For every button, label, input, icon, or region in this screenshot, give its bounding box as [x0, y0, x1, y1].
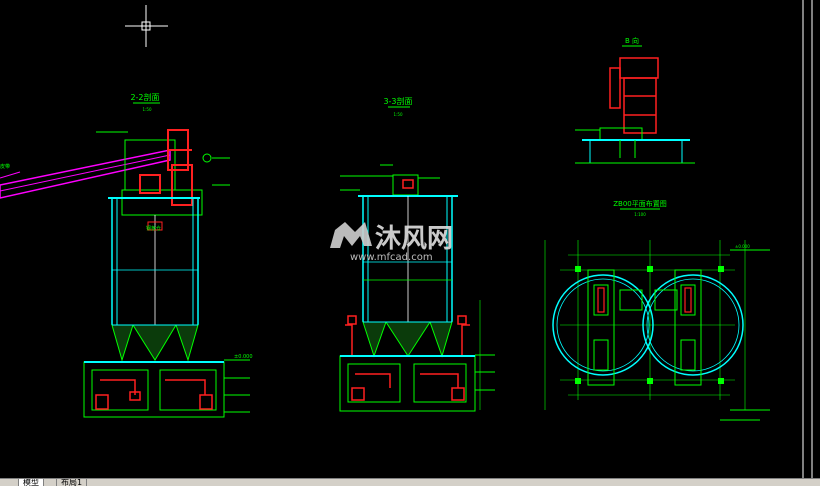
section-3-3-scale: 1:50 — [394, 112, 403, 117]
svg-text:±0.000: ±0.000 — [234, 354, 253, 360]
tab-model[interactable]: 模型 — [18, 479, 44, 486]
watermark-brand: 沐风网 — [375, 224, 453, 254]
elevation-b-title: B 向 — [625, 36, 639, 45]
plan-layout[interactable]: ZB00平面布置图 1:100 — [544, 199, 770, 421]
section-3-3[interactable]: 3-3剖面 1:50 — [339, 96, 495, 412]
plan-title: ZB00平面布置图 — [613, 199, 667, 208]
section-2-2-title: 2-2剖面 — [130, 92, 159, 102]
tab-layout1[interactable]: 布局1 — [56, 479, 88, 486]
svg-text:皮带: 皮带 — [0, 163, 10, 170]
watermark: 沐风网 www.mfcad.com — [330, 222, 453, 263]
section-2-2[interactable]: 2-2剖面 1:50 皮带 钢板仓 — [0, 92, 253, 418]
watermark-url: www.mfcad.com — [350, 252, 433, 263]
mfcad-logo-icon — [330, 222, 372, 248]
plan-scale: 1:100 — [634, 212, 646, 217]
elevation-b[interactable]: B 向 — [575, 36, 695, 164]
crosshair-cursor-icon — [125, 5, 168, 47]
svg-text:±0.000: ±0.000 — [735, 244, 750, 249]
hopper-22 — [111, 324, 199, 362]
section-2-2-scale: 1:50 — [143, 107, 152, 112]
hopper-33 — [362, 321, 453, 358]
conveyor-belt: 皮带 — [0, 149, 171, 199]
svg-text:钢板仓: 钢板仓 — [146, 225, 161, 232]
layout-tab-bar: 模型 布局1 — [0, 478, 820, 486]
section-3-3-title: 3-3剖面 — [383, 96, 412, 106]
red-equipment-22 — [139, 129, 193, 206]
